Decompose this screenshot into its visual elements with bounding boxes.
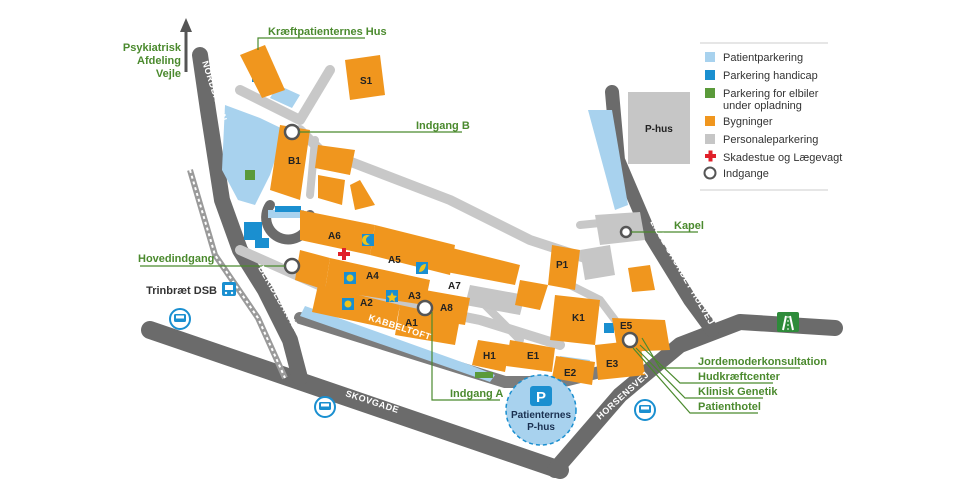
ev-parking [245,170,493,378]
parking-house-line2: P-hus [527,422,555,433]
entrance-b-marker[interactable] [283,123,301,141]
entrance-a-marker[interactable] [416,299,434,317]
bus-stop-icon [314,396,336,418]
patient-hotel-label[interactable]: Patienthotel [698,401,761,413]
bus-stop-icon [169,308,191,330]
legend-staff-parking: Personaleparkering [723,134,818,146]
staff-parking [465,92,690,315]
label-a1: A1 [405,318,418,329]
patient-parking-swatch [705,52,715,62]
entrance-a-label[interactable]: Indgang A [450,388,503,400]
label-k1: K1 [572,313,585,324]
bus-stop-icon [634,399,656,421]
label-b1: B1 [288,156,301,167]
handicap-parking-swatch [705,70,715,80]
legend-emergency: Skadestue og Lægevagt [723,152,842,164]
entrance-e-marker[interactable] [621,331,639,349]
genetics-label[interactable]: Klinisk Genetik [698,386,778,398]
label-e1: E1 [527,351,540,362]
label-e3: E3 [606,359,619,370]
cancer-house-label[interactable]: Kræftpatienternes Hus [268,26,387,38]
label-p1: P1 [556,260,569,271]
building-labels: S1 B1 A6 A5 A4 A7 A2 A3 A8 A1 H1 E1 E2 E… [288,76,673,379]
callout-labels: Psykiatrisk Afdeling Vejle Kræftpatiente… [123,26,827,413]
callout-lines [140,37,800,414]
chapel-marker[interactable] [619,225,633,239]
main-entrance-label[interactable]: Hovedindgang [138,253,214,265]
label-h1: H1 [483,351,496,362]
psychiatric-line1[interactable]: Psykiatrisk [123,42,182,54]
midwife-label[interactable]: Jordemoderkonsultation [698,356,827,368]
legend-handicap-parking: Parkering handicap [723,70,818,82]
entrances [283,123,639,349]
railway-track [187,169,288,380]
train-icon [222,282,236,296]
emergency-cross-icon [705,150,716,162]
legend-ev-parking-line1: Parkering for elbiler [723,88,819,100]
skin-cancer-label[interactable]: Hudkræftcenter [698,371,781,383]
label-a5: A5 [388,255,401,266]
buildings [240,45,670,385]
train-stop-label: Trinbræt DSB [146,285,217,297]
label-e2: E2 [564,368,577,379]
label-s1: S1 [360,76,373,87]
street-lille-grundet: LILLE GRUNDET HULVEJ [648,218,716,326]
department-icons [342,234,428,310]
ev-parking-swatch [705,88,715,98]
road-horsensvej [547,314,843,478]
main-entrance-marker[interactable] [283,257,301,275]
legend-entrances: Indgange [723,168,769,180]
parking-symbol: P [536,389,546,406]
patient-parking-house[interactable]: P Patienternes P-hus [505,374,577,446]
label-a3: A3 [408,291,421,302]
emergency-cross-icon[interactable] [338,248,350,260]
label-a4: A4 [366,271,379,282]
legend-buildings: Bygninger [723,116,773,128]
psychiatric-line3[interactable]: Vejle [156,68,181,80]
entrance-b-label[interactable]: Indgang B [416,120,470,132]
motorway-icon [777,312,799,332]
legend-ev-parking-line2: under opladning [723,100,802,112]
legend: Patientparkering Parkering handicap Park… [700,42,842,191]
chapel-label[interactable]: Kapel [674,220,704,232]
buildings-swatch [705,116,715,126]
psychiatric-line2[interactable]: Afdeling [137,55,181,67]
parking-p-icon [530,386,552,406]
parking-house-line1: Patienternes [511,410,571,421]
entrance-circle-icon [703,166,717,180]
label-a8: A8 [440,303,453,314]
legend-patient-parking: Patientparkering [723,52,803,64]
road-skovgade [141,321,569,479]
label-a7: A7 [448,281,461,292]
label-a2: A2 [360,298,373,309]
label-a6: A6 [328,231,341,242]
label-phus: P-hus [645,124,673,135]
label-e5: E5 [620,321,633,332]
north-arrow-icon [180,18,192,72]
staff-parking-swatch [705,134,715,144]
